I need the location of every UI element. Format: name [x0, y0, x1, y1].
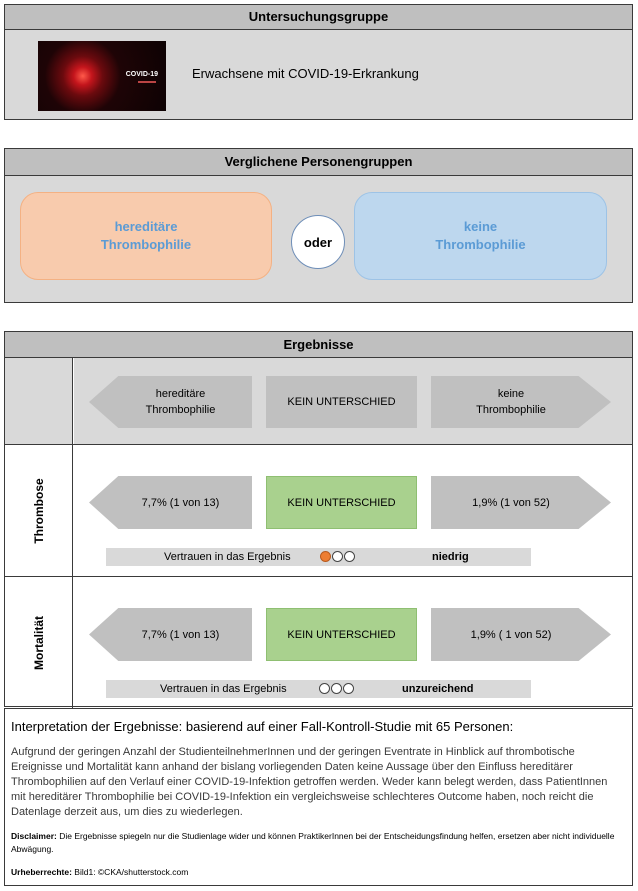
confidence-dot-empty [331, 683, 342, 694]
confidence-dot-empty [344, 551, 355, 562]
row-label-text: Thrombose [31, 477, 46, 544]
header-right-line1: keine [497, 388, 525, 400]
or-connector: oder [291, 215, 345, 269]
compared-groups-title: Verglichene Personengruppen [5, 149, 632, 176]
interpretation-paragraph: Aufgrund der geringen Anzahl der Studien… [11, 746, 608, 818]
row-label-mortalitaet: Mortalität [5, 577, 73, 708]
header-left-arrow: hereditäre Thrombophilie [89, 376, 252, 428]
group-a-line2: Thrombophilie [100, 237, 192, 252]
header-right-arrow: keine Thrombophilie [431, 376, 611, 428]
mortalitaet-right-value: 1,9% ( 1 von 52) [431, 608, 611, 661]
group-b-pill: keine Thrombophilie [354, 192, 607, 280]
group-b-line2: Thrombophilie [435, 237, 526, 252]
thrombose-right-value: 1,9% (1 von 52) [431, 476, 611, 529]
disclaimer-text: Die Ergebnisse spiegeln nur die Studienl… [11, 831, 615, 854]
thrombose-right-text: 1,9% (1 von 52) [472, 496, 550, 509]
confidence-dot-empty [319, 683, 330, 694]
confidence-dot-filled [320, 551, 331, 562]
thrombose-left-text: 7,7% (1 von 13) [141, 496, 220, 509]
disclaimer: Disclaimer: Die Ergebnisse spiegeln nur … [11, 830, 627, 856]
mortalitaet-left-value: 7,7% (1 von 13) [89, 608, 252, 661]
mortalitaet-left-text: 7,7% (1 von 13) [141, 628, 220, 641]
covid-virus-image: COVID-19 [38, 41, 166, 111]
confidence-dots [320, 551, 355, 562]
results-title: Ergebnisse [5, 332, 632, 358]
mortalitaet-no-difference: KEIN UNTERSCHIED [266, 608, 417, 661]
copyright: Urheberrechte: Bild1: ©CKA/shutterstock.… [11, 867, 188, 877]
divider [5, 576, 632, 577]
confidence-label: Vertrauen in das Ergebnis [164, 551, 291, 563]
row-label-text: Mortalität [31, 615, 46, 670]
confidence-dots [319, 683, 354, 694]
confidence-label: Vertrauen in das Ergebnis [160, 683, 287, 695]
population-text: Erwachsene mit COVID-19-Erkrankung [192, 66, 419, 81]
copyright-text: Bild1: ©CKA/shutterstock.com [71, 867, 189, 877]
interpretation-panel: Interpretation der Ergebnisse: basierend… [4, 708, 633, 886]
thrombose-row: 7,7% (1 von 13) KEIN UNTERSCHIED 1,9% (1… [74, 445, 632, 576]
results-panel: Ergebnisse hereditäre Thrombophilie KEIN… [4, 331, 633, 708]
divider [5, 444, 632, 445]
group-a-pill: hereditäre Thrombophilie [20, 192, 272, 280]
confidence-value: niedrig [432, 551, 469, 563]
mortalitaet-row: 7,7% (1 von 13) KEIN UNTERSCHIED 1,9% ( … [74, 577, 632, 708]
group-b-line1: keine [463, 219, 498, 234]
thrombose-left-value: 7,7% (1 von 13) [89, 476, 252, 529]
row-label-thrombose: Thrombose [5, 445, 73, 576]
confidence-dot-empty [332, 551, 343, 562]
thrombose-confidence-bar: Vertrauen in das Ergebnis niedrig [106, 548, 531, 566]
header-left-line2: Thrombophilie [145, 404, 216, 416]
confidence-value: unzureichend [402, 683, 474, 695]
covid-image-label: COVID-19 [125, 71, 158, 78]
mortalitaet-right-text: 1,9% ( 1 von 52) [470, 628, 552, 641]
header-no-difference: KEIN UNTERSCHIED [266, 376, 417, 428]
results-header-row: hereditäre Thrombophilie KEIN UNTERSCHIE… [74, 358, 632, 444]
covid-image-underline [138, 81, 156, 83]
mortalitaet-confidence-bar: Vertrauen in das Ergebnis unzureichend [106, 680, 531, 698]
compared-groups-body: hereditäre Thrombophilie oder keine Thro… [5, 176, 632, 302]
compared-groups-panel: Verglichene Personengruppen hereditäre T… [4, 148, 633, 303]
thrombose-no-difference: KEIN UNTERSCHIED [266, 476, 417, 529]
confidence-dot-empty [343, 683, 354, 694]
header-right-line2: Thrombophilie [476, 404, 546, 416]
study-group-body: COVID-19 Erwachsene mit COVID-19-Erkrank… [5, 30, 632, 119]
interpretation-title: Interpretation der Ergebnisse: basierend… [11, 719, 514, 734]
study-group-title: Untersuchungsgruppe [5, 5, 632, 30]
study-group-panel: Untersuchungsgruppe COVID-19 Erwachsene … [4, 4, 633, 120]
copyright-label: Urheberrechte: [11, 867, 72, 877]
row-label-empty [5, 358, 73, 444]
group-a-line1: hereditäre [114, 219, 178, 234]
header-left-line1: hereditäre [155, 388, 206, 400]
disclaimer-label: Disclaimer: [11, 831, 57, 841]
